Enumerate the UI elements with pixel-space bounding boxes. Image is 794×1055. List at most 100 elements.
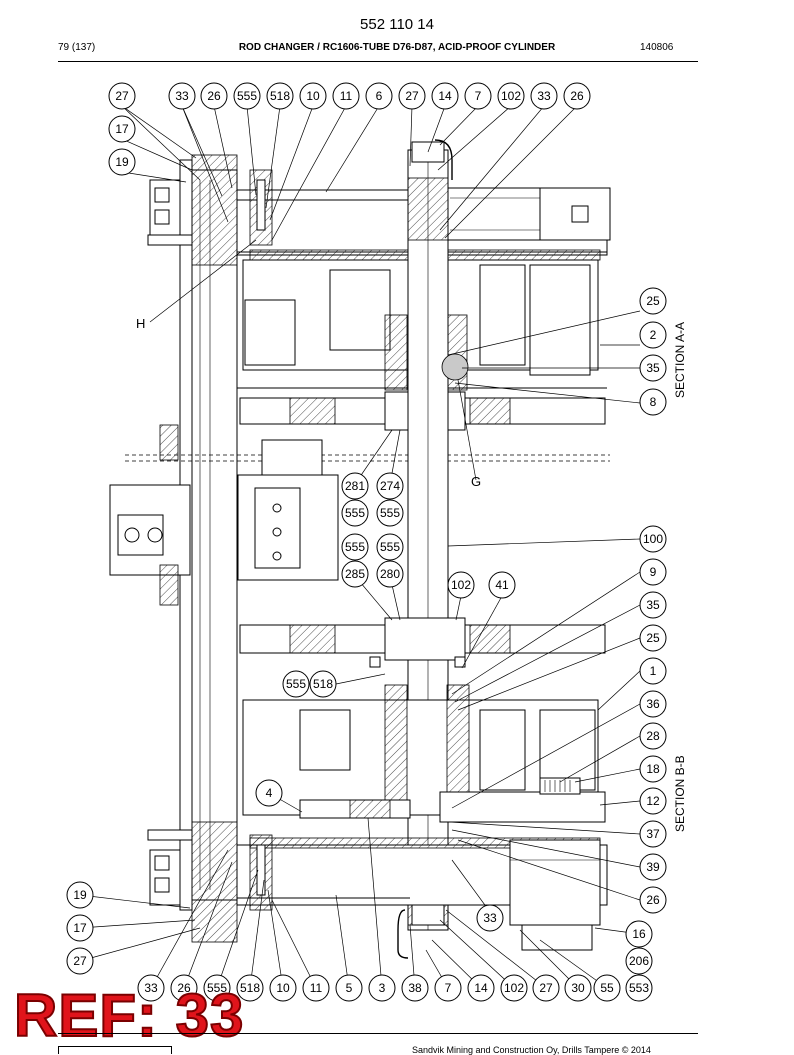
svg-text:19: 19 [115,155,129,169]
part-bubble: 285 [341,560,369,588]
part-bubble: 518 [309,670,337,698]
svg-text:555: 555 [207,981,227,995]
svg-text:102: 102 [451,578,471,592]
part-bubble: 518 [236,974,264,1002]
part-bubble: 35 [639,591,667,619]
svg-text:4: 4 [266,786,273,800]
svg-text:14: 14 [474,981,488,995]
part-bubble: 281 [341,472,369,500]
svg-text:41: 41 [495,578,509,592]
svg-text:518: 518 [240,981,260,995]
svg-text:27: 27 [115,89,129,103]
svg-text:1: 1 [650,664,657,678]
svg-text:206: 206 [629,954,649,968]
part-bubble: 1 [639,657,667,685]
part-bubble: 8 [639,388,667,416]
svg-text:553: 553 [629,981,649,995]
part-bubble: 16 [625,920,653,948]
svg-text:26: 26 [570,89,584,103]
part-bubble: 102 [447,571,475,599]
svg-text:35: 35 [646,598,660,612]
svg-text:518: 518 [270,89,290,103]
svg-text:36: 36 [646,697,660,711]
svg-text:16: 16 [632,927,646,941]
part-bubble: 28 [639,722,667,750]
part-bubble: 41 [488,571,516,599]
part-bubble: 19 [66,881,94,909]
part-bubble: 555 [282,670,310,698]
document-title: ROD CHANGER / RC1606-TUBE D76-D87, ACID-… [238,42,556,53]
frame-structure [109,139,611,959]
part-bubble: 206 [625,947,653,975]
svg-text:518: 518 [313,677,333,691]
part-bubble: 555 [341,533,369,561]
part-bubble: 553 [625,974,653,1002]
part-bubble: 3 [368,974,396,1002]
part-bubble: 5 [335,974,363,1002]
part-bubble: 10 [299,82,327,110]
part-bubble: 33 [137,974,165,1002]
svg-text:555: 555 [345,506,365,520]
svg-text:33: 33 [537,89,551,103]
part-bubble: 9 [639,558,667,586]
footer-copyright: Sandvik Mining and Construction Oy, Dril… [412,1045,651,1055]
footer-rule [58,1033,698,1034]
part-bubble: 39 [639,853,667,881]
header-rule [58,61,698,62]
part-bubble: 280 [376,560,404,588]
part-bubble: 38 [401,974,429,1002]
part-bubble: 26 [639,886,667,914]
part-bubble: 2 [639,321,667,349]
part-bubble: 555 [203,974,231,1002]
date-code: 140806 [640,42,674,53]
part-bubble: 33 [530,82,558,110]
svg-text:102: 102 [501,89,521,103]
part-bubble: 19 [108,148,136,176]
part-bubble: 10 [269,974,297,1002]
svg-text:17: 17 [73,921,87,935]
part-bubble: 26 [563,82,591,110]
part-bubble: 17 [66,914,94,942]
part-bubble: 102 [500,974,528,1002]
part-bubble: 7 [464,82,492,110]
svg-text:33: 33 [483,911,497,925]
svg-text:35: 35 [646,361,660,375]
svg-text:10: 10 [276,981,290,995]
detail-letter-h: H [136,316,145,331]
svg-text:27: 27 [405,89,419,103]
sandvik-logo-icon [58,1046,172,1054]
part-bubble: 17 [108,115,136,143]
part-bubble: 6 [365,82,393,110]
section-b-label: SECTION B-B [673,755,687,832]
part-bubble: 555 [233,82,261,110]
svg-text:2: 2 [650,328,657,342]
leader-lines [79,105,641,989]
svg-text:11: 11 [340,89,353,103]
detail-letter-g: G [471,474,481,489]
svg-text:3: 3 [379,981,386,995]
section-a-label: SECTION A-A [673,322,687,398]
svg-text:28: 28 [646,729,660,743]
part-bubble: 27 [66,947,94,975]
part-bubble: 26 [200,82,228,110]
svg-text:555: 555 [380,506,400,520]
part-bubble: 100 [639,525,667,553]
svg-text:27: 27 [73,954,87,968]
part-bubble: 25 [639,624,667,652]
svg-text:102: 102 [504,981,524,995]
svg-text:555: 555 [380,540,400,554]
svg-text:280: 280 [380,567,400,581]
part-bubble: 27 [398,82,426,110]
part-bubble: 274 [376,472,404,500]
ref-stamp: REF: 33 [13,982,245,1049]
svg-text:5: 5 [346,981,353,995]
svg-text:27: 27 [539,981,553,995]
part-bubble: 12 [639,787,667,815]
assembly-drawing: SECTION A-A SECTION B-B H G 27 33 26 555… [66,82,687,1002]
part-bubble: 555 [376,533,404,561]
part-bubble: 26 [170,974,198,1002]
part-bubble: 27 [108,82,136,110]
svg-text:37: 37 [646,827,660,841]
part-bubble: 555 [376,499,404,527]
svg-text:7: 7 [445,981,452,995]
